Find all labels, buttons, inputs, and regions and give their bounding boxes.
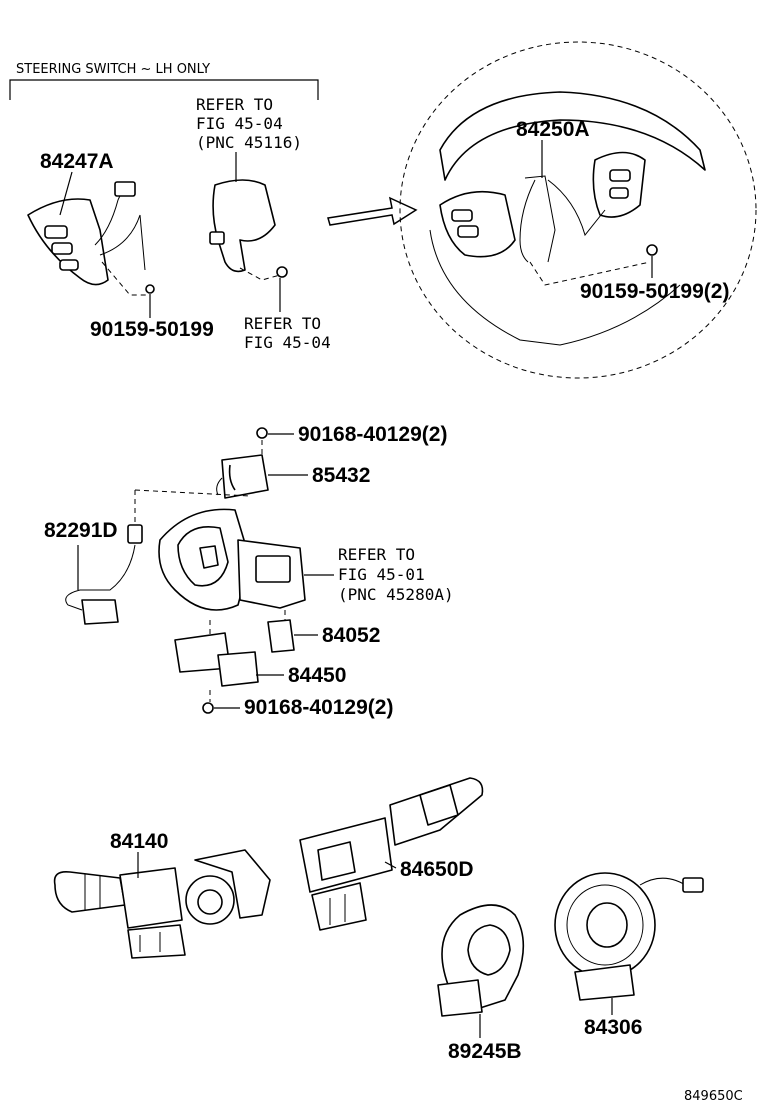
steering-wheel (399, 41, 757, 379)
label-90159-50199-2: 90159-50199(2) (580, 280, 729, 303)
refer3-line2: FIG 45-01 (338, 565, 425, 584)
label-90168-bottom: 90168-40129(2) (244, 696, 393, 719)
assembly-arrow-icon (327, 196, 418, 226)
label-85432: 85432 (312, 464, 370, 487)
leader-84650d (384, 861, 397, 869)
label-89245b: 89245B (448, 1040, 522, 1063)
label-82291d: 82291D (44, 519, 118, 542)
label-84450: 84450 (288, 664, 346, 687)
label-84140: 84140 (110, 830, 168, 853)
label-84052: 84052 (322, 624, 380, 647)
label-84247a: 84247A (40, 150, 114, 173)
steering-switch-84247a (27, 181, 155, 296)
steering-pad-cover (209, 179, 288, 281)
diagram-id: 849650C (684, 1089, 743, 1104)
refer2-line2: FIG 45-04 (244, 333, 331, 352)
steering-sensor-89245b (437, 904, 525, 1017)
label-84650d: 84650D (400, 858, 474, 881)
refer1-line3: (PNC 45116) (196, 133, 302, 152)
refer2-line1: REFER TO (244, 314, 321, 333)
label-84306: 84306 (584, 1016, 642, 1039)
section-title: STEERING SWITCH ~ LH ONLY (16, 62, 210, 77)
spiral-cable-84306 (554, 872, 704, 1001)
wiper-switch-84650d (299, 777, 484, 931)
refer1-line1: REFER TO (196, 95, 273, 114)
label-84250a: 84250A (516, 118, 590, 141)
combination-switch-body (134, 427, 306, 714)
leader-84247a (59, 171, 73, 216)
harness-82291d (65, 524, 143, 625)
headlamp-switch-84140 (53, 849, 271, 959)
refer3-line1: REFER TO (338, 545, 415, 564)
label-90159-50199: 90159-50199 (90, 318, 214, 341)
section-bracket (9, 79, 319, 100)
refer1-line2: FIG 45-04 (196, 114, 283, 133)
refer3-line3: (PNC 45280A) (338, 585, 454, 604)
label-90168-top: 90168-40129(2) (298, 423, 447, 446)
